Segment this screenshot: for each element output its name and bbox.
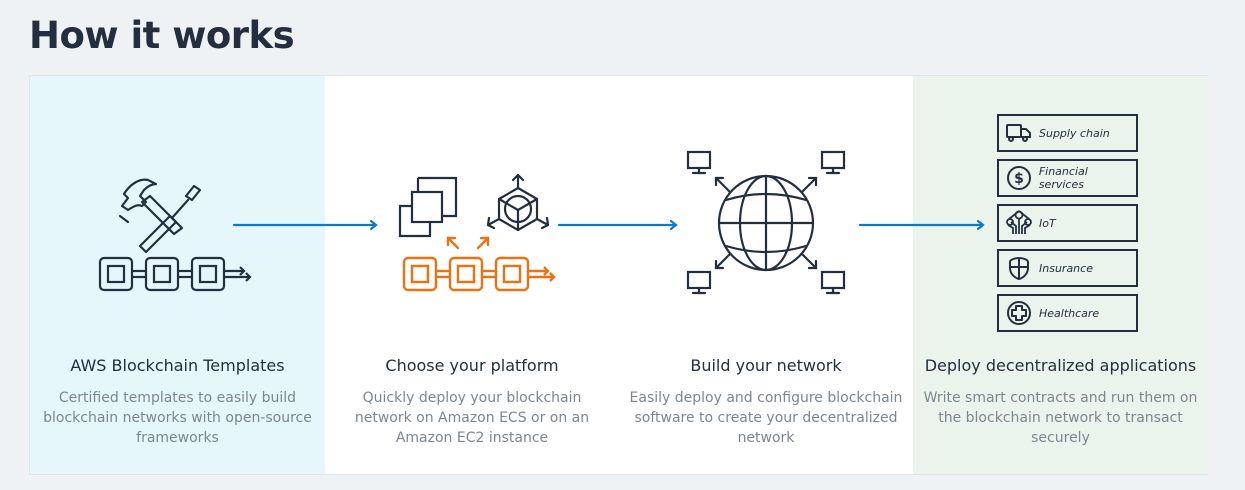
step-deploy-decentralized-applications: Supply chain $ Financial services IoT In… (913, 76, 1208, 474)
monitor-icon (820, 150, 846, 175)
monitor-icon (686, 270, 712, 295)
use-case-insurance: Insurance (997, 249, 1138, 287)
step-description: Quickly deploy your blockchain network o… (354, 390, 590, 446)
step-build-your-network: Build your network Easily deploy and con… (619, 76, 913, 474)
globe-network-icon (686, 150, 846, 295)
use-case-label: IoT (1039, 216, 1056, 230)
how-it-works-diagram: AWS Blockchain Templates Certified templ… (29, 75, 1208, 475)
hammer-screwdriver-icon (118, 178, 202, 254)
step-description: Certified templates to easily build bloc… (43, 390, 312, 446)
flow-arrow-1 (232, 219, 378, 231)
iot-icon (1001, 206, 1037, 240)
step-aws-blockchain-templates: AWS Blockchain Templates Certified templ… (30, 76, 325, 474)
use-case-healthcare: Healthcare (997, 294, 1138, 332)
step-description: Easily deploy and configure blockchain s… (629, 390, 903, 446)
use-case-label: Insurance (1039, 261, 1093, 275)
dollar-icon: $ (1001, 161, 1037, 195)
flow-arrow-3 (858, 219, 985, 231)
monitor-icon (686, 150, 712, 175)
use-case-label: Supply chain (1039, 126, 1110, 140)
use-case-list: Supply chain $ Financial services IoT In… (997, 114, 1138, 339)
shield-icon (1001, 251, 1037, 285)
ecs-container-icon (486, 173, 550, 232)
truck-icon (1001, 116, 1037, 150)
use-case-financial-services: $ Financial services (997, 159, 1138, 197)
use-case-supply-chain: Supply chain (997, 114, 1138, 152)
monitor-icon (820, 270, 846, 295)
blockchain-icon (402, 256, 556, 292)
step-choose-your-platform: Choose your platform Quickly deploy your… (325, 76, 619, 474)
page-title: How it works (29, 14, 295, 57)
medical-cross-icon (1001, 296, 1037, 330)
blockchain-icon (98, 256, 252, 292)
step-title: Deploy decentralized applications (924, 356, 1197, 375)
flow-arrow-2 (557, 219, 678, 231)
step-description: Write smart contracts and run them on th… (923, 390, 1198, 446)
step-title: Build your network (690, 356, 842, 375)
step-title: AWS Blockchain Templates (70, 356, 285, 375)
expand-arrows-icon (446, 236, 490, 250)
use-case-label: Healthcare (1039, 306, 1100, 320)
use-case-iot: IoT (997, 204, 1138, 242)
step-title: Choose your platform (385, 356, 559, 375)
use-case-label: Financial services (1038, 165, 1088, 191)
svg-text:$: $ (1014, 171, 1024, 187)
ec2-instances-icon (398, 176, 458, 238)
